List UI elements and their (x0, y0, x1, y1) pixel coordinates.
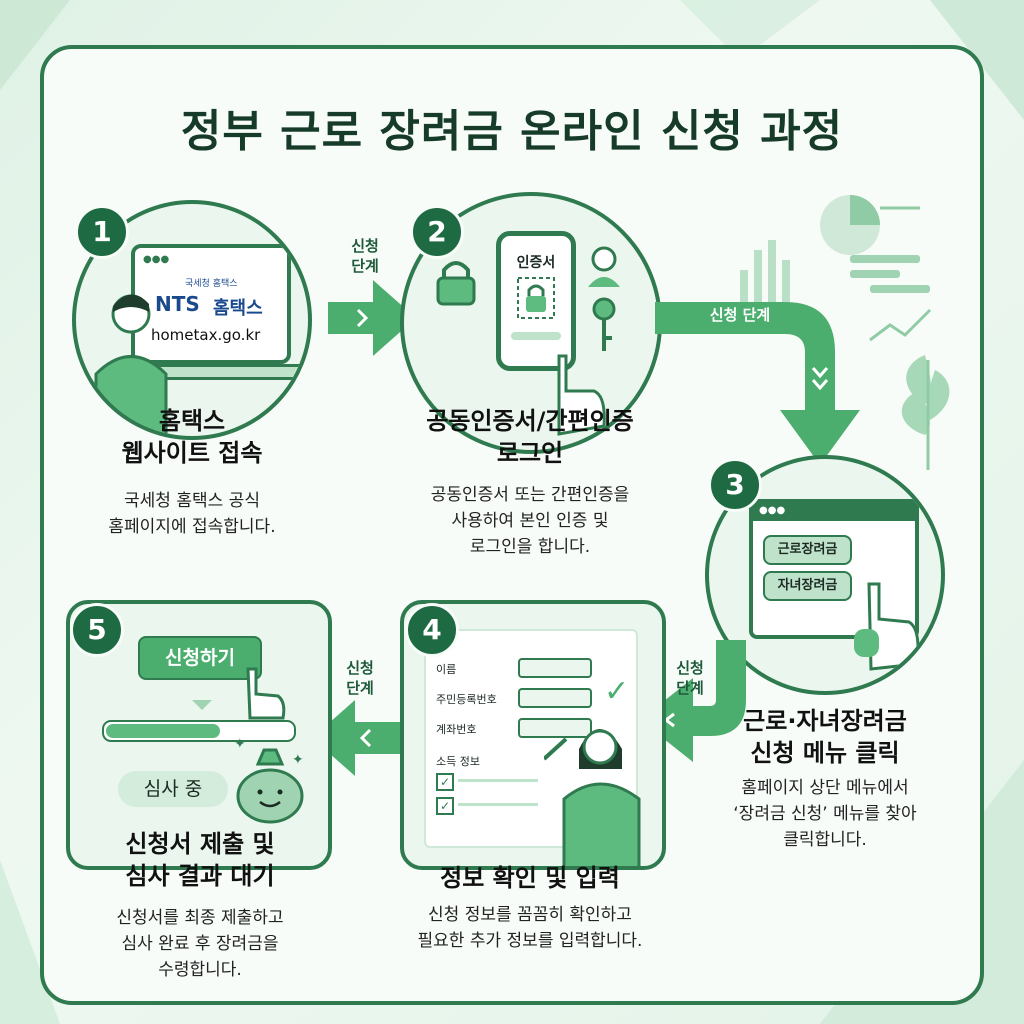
step-3-illustration: ●●● 근로장려금 자녀장려금 (705, 455, 945, 695)
smartphone: 인증서 (496, 231, 576, 371)
step-2-illustration: 인증서 (400, 192, 662, 454)
person-icon (94, 294, 168, 434)
step-5-badge: 5 (70, 603, 124, 657)
arrow-step2-to-step3 (655, 302, 860, 465)
check-mark-icon: ✓ (604, 674, 630, 709)
step-5-illustration: 신청하기 심사 중 ✦ ✦ (66, 600, 332, 870)
laptop-screen: ●●● 국세청 홈택스 NTS 홈택스 hometax.go.kr (131, 244, 291, 364)
menu-earned-income-button[interactable]: 근로장려금 (763, 535, 852, 565)
step-4-title: 정보 확인 및 입력 (440, 864, 620, 892)
padlock-icon (436, 261, 476, 306)
checkbox-2[interactable]: ✓ (436, 797, 454, 815)
step-3-badge: 3 (708, 458, 762, 512)
arrow-step3-to-step4 (640, 640, 746, 762)
arrow-step1-to-step2 (328, 280, 416, 356)
income-section-label: 소득 정보 (436, 755, 480, 768)
page-title: 정부 근로 장려금 온라인 신청 과정 (180, 106, 844, 157)
nts-logo: NTS (155, 292, 200, 316)
tapping-hand-icon (557, 354, 606, 436)
submit-button[interactable]: 신청하기 (138, 636, 262, 680)
form-label-rrn: 주민등록번호 (436, 693, 497, 706)
lock-icon (517, 277, 555, 319)
face-id-icon (588, 246, 620, 287)
arrow-label-2: 신청 단계 (709, 306, 771, 324)
rrn-field[interactable] (518, 688, 592, 708)
down-indicator (192, 700, 212, 710)
form-label-account: 계좌번호 (436, 723, 477, 736)
money-bag-icon: ✦ ✦ (234, 736, 304, 824)
chart-decoration-icon (740, 195, 950, 470)
browser-window: ●●● 근로장려금 자녀장려금 (749, 499, 919, 639)
click-hand-icon (246, 667, 286, 720)
form-label-name: 이름 (436, 663, 457, 676)
progress-bar (102, 720, 296, 742)
checkbox-1[interactable]: ✓ (436, 773, 454, 791)
hometax-brand: 홈택스 (213, 298, 263, 319)
phone-label: 인증서 (516, 255, 556, 271)
pointing-hand-icon (854, 582, 920, 671)
account-field[interactable] (518, 718, 592, 738)
hometax-url: hometax.go.kr (151, 326, 261, 344)
arrow-step4-to-step5 (312, 700, 400, 776)
menu-child-credit-button[interactable]: 자녀장려금 (763, 571, 852, 601)
step-1-illustration: ●●● 국세청 홈택스 NTS 홈택스 hometax.go.kr (72, 200, 312, 440)
svg-text:✦: ✦ (292, 752, 304, 768)
key-icon (592, 297, 616, 351)
org-label: 국세청 홈택스 (185, 279, 238, 289)
svg-text:✦: ✦ (234, 736, 246, 752)
step-4-badge: 4 (405, 603, 459, 657)
progress-fill (106, 724, 220, 738)
step-2-badge: 2 (410, 205, 464, 259)
step-1-badge: 1 (75, 205, 129, 259)
woman-with-pen-icon (544, 729, 641, 866)
review-status-badge: 심사 중 (118, 771, 228, 807)
name-field[interactable] (518, 658, 592, 678)
